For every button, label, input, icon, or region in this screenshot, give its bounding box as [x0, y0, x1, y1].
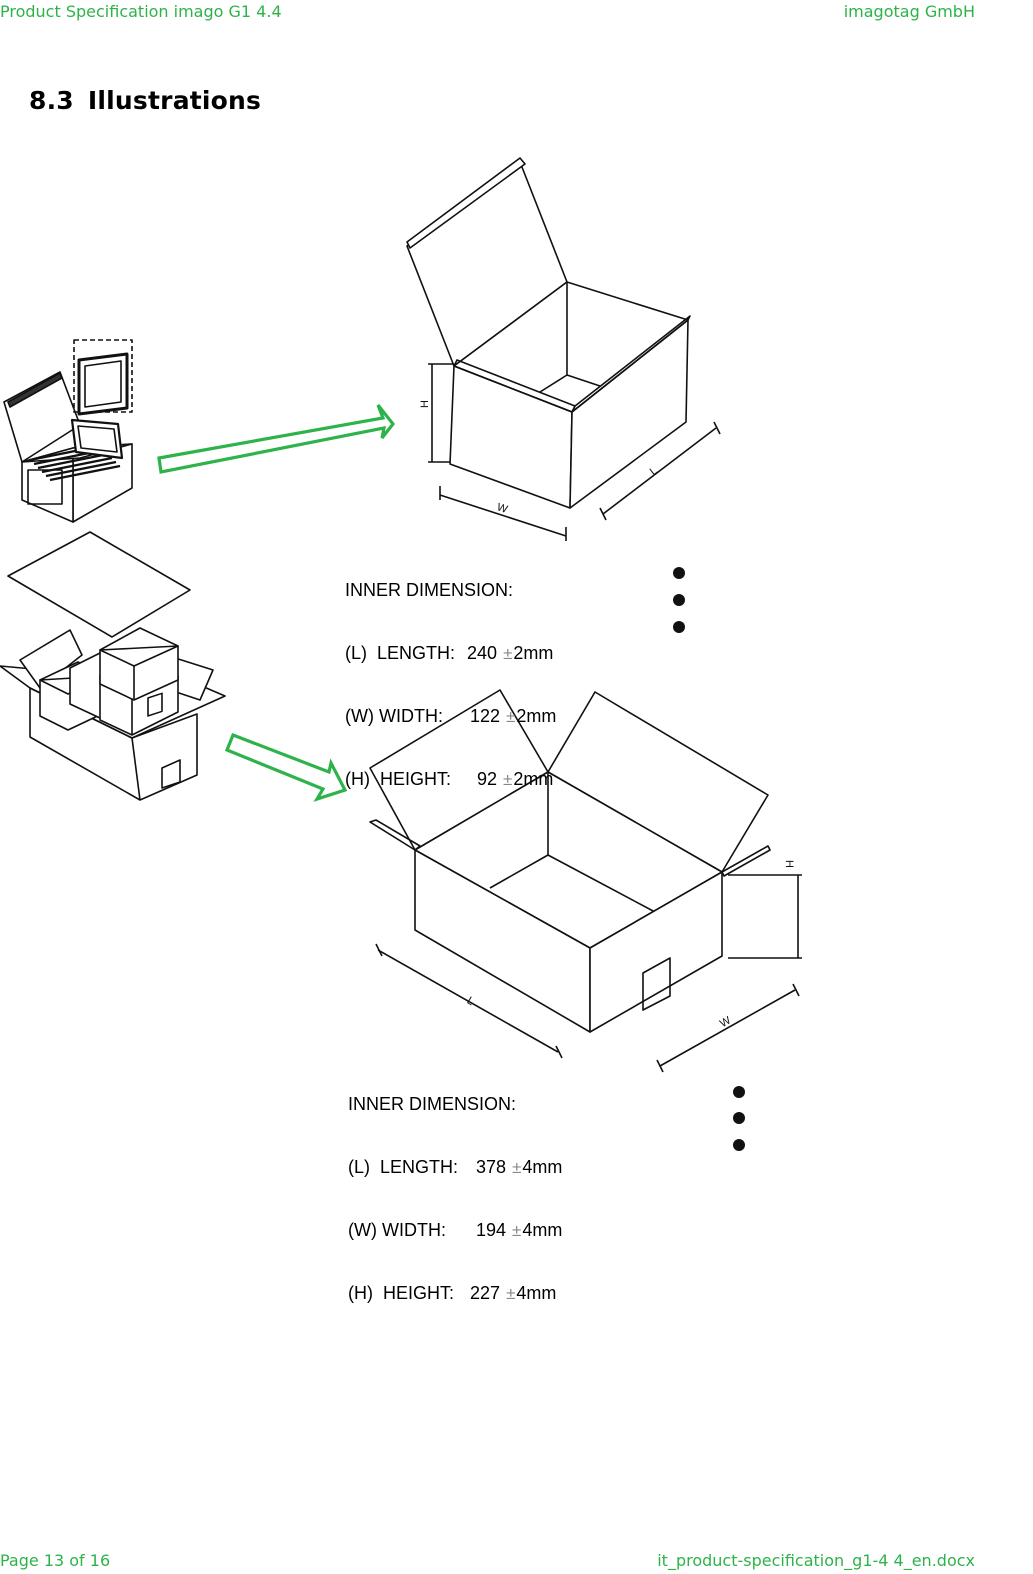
bullet-dot [733, 1112, 745, 1124]
footer-page-number: Page 13 of 16 [0, 1551, 111, 1570]
bullet-dot [673, 567, 685, 579]
master-carton-illustration [0, 627, 226, 801]
cardboard-sheet-illustration [7, 531, 191, 638]
large-box-width-label: W [718, 1014, 734, 1030]
plus-minus-sign: ± [512, 1158, 522, 1177]
header-company: imagotag GmbH [843, 2, 975, 21]
section-heading: 8.3 Illustrations [29, 86, 261, 115]
dimension-title: INNER DIMENSION: [345, 580, 514, 600]
dimension-label: (L) LENGTH: [345, 643, 456, 663]
outer-carton-illustration [369, 689, 802, 1073]
dimension-label: (H) HEIGHT: [345, 769, 451, 789]
dimension-title: INNER DIMENSION: [348, 1094, 517, 1114]
header-document-title: Product Specification imago G1 4.4 [0, 2, 282, 21]
section-title: Illustrations [87, 86, 262, 115]
dimension-label: (L) LENGTH: [348, 1157, 459, 1177]
dimension-value: 240 [467, 643, 498, 663]
inner-carton-illustration [406, 157, 721, 541]
dimension-tolerance: 2mm [513, 769, 554, 789]
dimension-tolerance: 4mm [522, 1157, 563, 1177]
bullet-dot [733, 1086, 745, 1098]
dimension-label: (W) WIDTH: [348, 1220, 446, 1240]
small-box-width-label: W [495, 501, 509, 516]
dimension-row-length: (L) LENGTH: 240 ±2mm [345, 643, 556, 664]
dimension-value: 122 [469, 706, 501, 726]
dimension-value: 227 [470, 1283, 501, 1303]
large-box-height-label: H [783, 860, 795, 868]
plus-minus-sign: ± [503, 644, 513, 663]
bullet-dot [673, 594, 685, 606]
dimension-tolerance: 4mm [522, 1220, 563, 1240]
bullet-dot [673, 621, 685, 633]
dimension-value: 194 [475, 1220, 507, 1240]
arrow-to-outer-carton [224, 732, 348, 802]
dimension-label: (H) HEIGHT: [348, 1283, 454, 1303]
dimension-tolerance: 4mm [516, 1283, 557, 1303]
plus-minus-sign: ± [506, 707, 516, 726]
arrow-to-inner-carton [157, 404, 396, 474]
large-box-length-label: L [465, 995, 476, 1008]
dimension-tolerance: 2mm [516, 706, 557, 726]
plus-minus-sign: ± [512, 1221, 522, 1240]
dimension-tolerance: 2mm [513, 643, 554, 663]
dimension-value: 92 [477, 769, 498, 789]
tag-tray-box-illustration [3, 339, 133, 523]
dimension-row-height: (H) HEIGHT: 92 ±2mm [345, 769, 556, 790]
plus-minus-sign: ± [503, 770, 513, 789]
outer-carton-dimensions: INNER DIMENSION: (L) LENGTH: 378 ±4mm (W)… [348, 1052, 562, 1325]
dimension-row-width: (W) WIDTH: 194 ±4mm [348, 1220, 562, 1241]
plus-minus-sign: ± [506, 1284, 516, 1303]
dimension-value: 378 [476, 1157, 507, 1177]
small-box-height-label: H [419, 400, 431, 408]
dimension-label: (W) WIDTH: [345, 706, 443, 726]
footer-file-name: it_product-specification_g1-4 4_en.docx [657, 1551, 975, 1570]
inner-carton-dimensions: INNER DIMENSION: (L) LENGTH: 240 ±2mm (W)… [345, 538, 556, 811]
section-number: 8.3 [29, 86, 74, 115]
dimension-row-height: (H) HEIGHT: 227 ±4mm [348, 1283, 562, 1304]
bullet-dot [733, 1139, 745, 1151]
dimension-row-length: (L) LENGTH: 378 ±4mm [348, 1157, 562, 1178]
dimension-row-width: (W) WIDTH: 122 ±2mm [345, 706, 556, 727]
